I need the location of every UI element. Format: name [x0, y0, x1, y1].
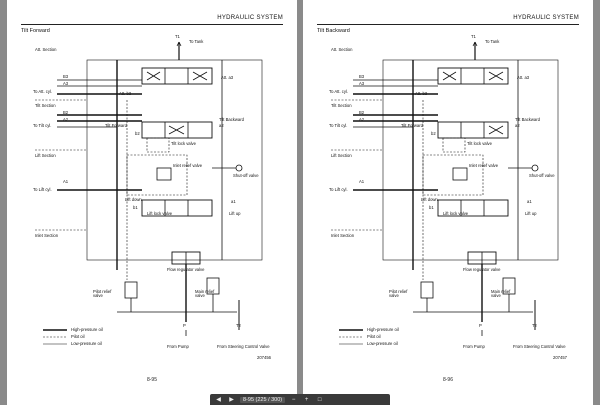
fit-page-icon[interactable]: □ [317, 396, 322, 403]
att-section-label: Att. Section [35, 47, 57, 52]
legend-high-pressure: High-pressure oil [71, 327, 103, 332]
hydraulic-schematic [35, 41, 263, 345]
legend-pilot: Pilot oil [367, 334, 381, 339]
lift-lock-valve-label: Lift lock valve [443, 211, 469, 216]
att-a3-label: Att. a3 [221, 75, 234, 80]
page-header: HYDRAULIC SYSTEM [317, 14, 579, 25]
t2-label: T2 [532, 323, 537, 328]
to-tilt-cyl-label: To Tilt cyl. [33, 123, 52, 128]
flow-regulator-label: Flow regulator valve [463, 267, 501, 272]
page-number: 8-95 [146, 377, 157, 383]
tilt-backward-label: Tilt Backward [515, 117, 540, 122]
page-header-title: HYDRAULIC SYSTEM [217, 15, 283, 21]
inlet-section-label: Inlet Section [35, 233, 59, 238]
from-steering-label: From Steering Control Valve [217, 344, 270, 349]
lift-down-label: Lift down [125, 197, 142, 202]
pilot-relief-label: Pilot relief valve [93, 289, 112, 299]
zoom-out-icon[interactable]: − [291, 396, 296, 403]
to-lift-cyl-label: To Lift cyl. [329, 187, 348, 192]
a2-label: A2 [63, 117, 69, 122]
legend-low-pressure: Low-pressure oil [71, 341, 102, 346]
to-tilt-cyl-label: To Tilt cyl. [329, 123, 348, 128]
shutoff-label: Shut-off valve [233, 173, 259, 178]
flow-regulator-label: Flow regulator valve [167, 267, 205, 272]
to-att-cyl-label: To Att. cyl. [33, 89, 53, 94]
legend-high-pressure: High-pressure oil [367, 327, 399, 332]
a1-label: A1 [359, 179, 365, 184]
b1-label: b1 [133, 205, 138, 210]
a3-label: A3 [359, 81, 365, 86]
a1-small-label: a1 [527, 199, 532, 204]
att-section-label: Att. Section [331, 47, 353, 52]
a2-label: A2 [359, 117, 365, 122]
b2-small-label: b2 [135, 131, 140, 136]
inlet-relief-label: Inlet relief valve [469, 163, 499, 168]
prev-page-icon[interactable]: ◀ [216, 397, 221, 403]
tilt-forward-label: Tilt Forward [401, 123, 423, 128]
b3-label: B3 [63, 74, 69, 79]
a2-small-label: a2 [219, 123, 224, 128]
page-header: HYDRAULIC SYSTEM [21, 14, 283, 25]
inlet-relief-label: Inlet relief valve [173, 163, 203, 168]
lift-lock-valve-label: Lift lock valve [147, 211, 173, 216]
legend-low-pressure: Low-pressure oil [367, 341, 398, 346]
tilt-section-label: Tilt Section [331, 103, 352, 108]
document-page-left: HYDRAULIC SYSTEM Tilt Forward [7, 0, 297, 405]
lift-up-label: Lift up [525, 211, 537, 216]
page-indicator[interactable]: 8-95 (225 / 300) [240, 396, 286, 403]
page-header-title: HYDRAULIC SYSTEM [513, 15, 579, 21]
page-number: 8-96 [442, 377, 453, 383]
a3-label: A3 [63, 81, 69, 86]
to-tank-label: To Tank [189, 39, 204, 44]
figure-id: 207457 [553, 355, 567, 360]
b2-label: B2 [63, 110, 69, 115]
lift-section-label: Lift Section [331, 153, 352, 158]
tilt-lock-valve-label: Tilt lock valve [171, 141, 196, 146]
b2-label: B2 [359, 110, 365, 115]
b1-label: b1 [429, 205, 434, 210]
from-pump-label: From Pump [167, 344, 189, 349]
a2-small-label: a2 [515, 123, 520, 128]
lift-section-label: Lift Section [35, 153, 56, 158]
hydraulic-schematic [331, 41, 559, 345]
legend-pilot: Pilot oil [71, 334, 85, 339]
from-steering-label: From Steering Control Valve [513, 344, 566, 349]
next-page-icon[interactable]: ▶ [229, 397, 234, 403]
t1-label: T1 [471, 34, 476, 39]
tilt-forward-label: Tilt Forward [105, 123, 127, 128]
tilt-backward-label: Tilt Backward [219, 117, 244, 122]
viewer-toolbar: ◀ ▶ 8-95 (225 / 300) − + □ [210, 394, 390, 405]
main-relief-label: Main relief valve [491, 289, 511, 299]
to-lift-cyl-label: To Lift cyl. [33, 187, 52, 192]
to-att-cyl-label: To Att. cyl. [329, 89, 349, 94]
shutoff-label: Shut-off valve [529, 173, 555, 178]
att-b3-label: Att. b3 [415, 91, 428, 96]
inlet-section-label: Inlet Section [331, 233, 355, 238]
document-page-right: HYDRAULIC SYSTEM Tilt Backward [303, 0, 593, 405]
diagram-subtitle: Tilt Forward [21, 28, 50, 34]
att-a3-label: Att. a3 [517, 75, 530, 80]
p-label: P [183, 323, 186, 328]
from-pump-label: From Pump [463, 344, 485, 349]
p-label: P [479, 323, 482, 328]
zoom-in-icon[interactable]: + [304, 396, 309, 403]
lift-down-label: Lift down [421, 197, 438, 202]
pilot-relief-label: Pilot relief valve [389, 289, 408, 299]
a1-label: A1 [63, 179, 69, 184]
tilt-section-label: Tilt Section [35, 103, 56, 108]
t1-label: T1 [175, 34, 180, 39]
diagram-subtitle: Tilt Backward [317, 28, 350, 34]
b2-small-label: b2 [431, 131, 436, 136]
to-tank-label: To Tank [485, 39, 500, 44]
main-relief-label: Main relief valve [195, 289, 215, 299]
att-b3-label: Att. b3 [119, 91, 132, 96]
a1-small-label: a1 [231, 199, 236, 204]
tilt-lock-valve-label: Tilt lock valve [467, 141, 492, 146]
lift-up-label: Lift up [229, 211, 241, 216]
b3-label: B3 [359, 74, 365, 79]
figure-id: 207456 [257, 355, 271, 360]
t2-label: T2 [236, 323, 241, 328]
